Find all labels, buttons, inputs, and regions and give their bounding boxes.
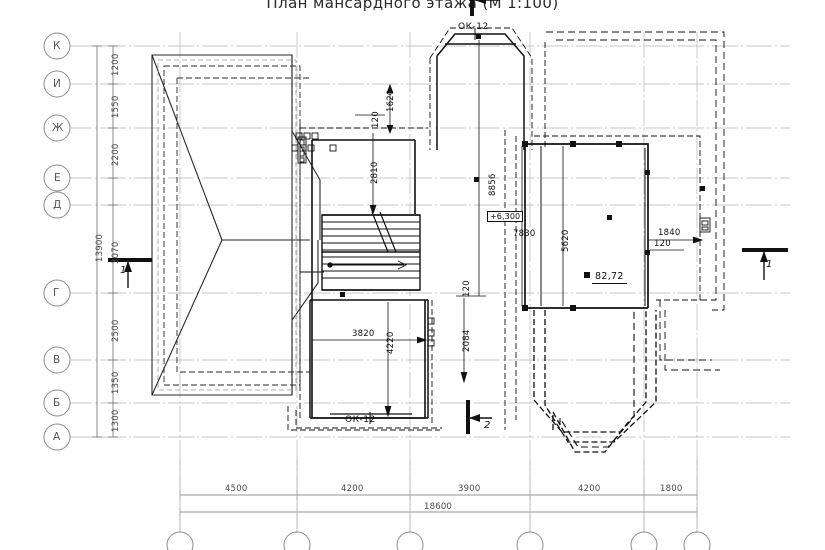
dim-3820: 3820 [352,329,375,339]
roof-eave-dashed-left [163,65,310,386]
axis-label-zh: Ж [52,122,64,134]
dim-total-vertical: 13900 [95,233,105,262]
dim-4200-a: 4200 [341,484,364,494]
axis-label-d: Д [53,199,62,211]
door-symbols [295,132,711,347]
window-strip-left [297,136,307,164]
dim-1300: 1300 [111,409,121,432]
dim-2084: 2084 [462,329,472,352]
axis-label-k: К [53,40,61,52]
bay-window-bottom-right-grey [559,310,635,448]
dim-1620: 1620 [386,89,396,112]
bay-window-bottom-right [533,310,657,453]
dim-2200: 2200 [111,143,121,166]
outer-perimeter-dashed [546,31,725,371]
room-bottom-left-dashed [295,300,442,429]
room-right-walls [524,143,649,309]
dim-7830: 7830 [513,229,536,239]
dim-5620: 5620 [561,229,571,252]
axis-label-v: В [53,354,61,366]
dim-2810: 2810 [370,161,380,184]
section-label-2-bottom: 2 [484,420,491,431]
axis-label-i: И [53,78,62,90]
axis-label-e: Е [54,172,61,184]
axis-label-b: Б [53,397,61,409]
dim-120-top: 120 [371,111,381,128]
dim-total-horizontal: 18600 [424,502,453,512]
dim-1200: 1200 [111,53,121,76]
dim-3900: 3900 [458,484,481,494]
dim-120-mid: 120 [462,280,472,297]
axis-grid-lines [66,32,790,548]
bay-window-top-dashed [429,27,546,150]
dim-4200-b: 4200 [578,484,601,494]
axis-label-a: А [53,431,61,443]
axis-bubbles-vertical [43,32,71,451]
dim-1840: 1840 [658,228,681,238]
openings-upper-center [291,144,337,152]
window-tag-ok12-bottom: ОК-12 [345,415,376,425]
section-marker-2-top [470,0,500,16]
dim-4220: 4220 [386,331,396,354]
dim-1350: 1350 [111,371,121,394]
dim-1800: 1800 [660,484,683,494]
section-marker-2-bottom [466,400,492,434]
section-label-1-left: 1 [120,265,127,276]
axis-label-g: Г [53,287,60,299]
vertical-dimension-chain [92,45,118,438]
room-area-label: 82,72 [592,271,627,284]
dim-4500: 4500 [225,484,248,494]
dim-1550: 1550 [111,95,121,118]
section-label-1-right: 1 [766,259,773,270]
axis-bubbles-horizontal [166,531,711,550]
dim-8856: 8856 [488,173,498,196]
dim-2500: 2500 [111,319,121,342]
section-marker-1-right [742,248,788,280]
horizontal-dimension-chain [179,460,698,532]
dim-3070: 3070 [111,241,121,264]
level-mark: +6,300 [487,211,524,222]
interior-dimension-lines [312,40,704,418]
section-marker-1-left [108,258,152,288]
dim-120-right: 120 [654,239,671,249]
window-tag-leaders [369,28,476,424]
window-tag-ok12-top: ОК-12 [458,22,489,32]
bay-window-top [436,33,525,150]
window-symbol-bottom [330,413,412,419]
roof-eave-grey-left [157,59,297,391]
staircase [299,211,421,291]
